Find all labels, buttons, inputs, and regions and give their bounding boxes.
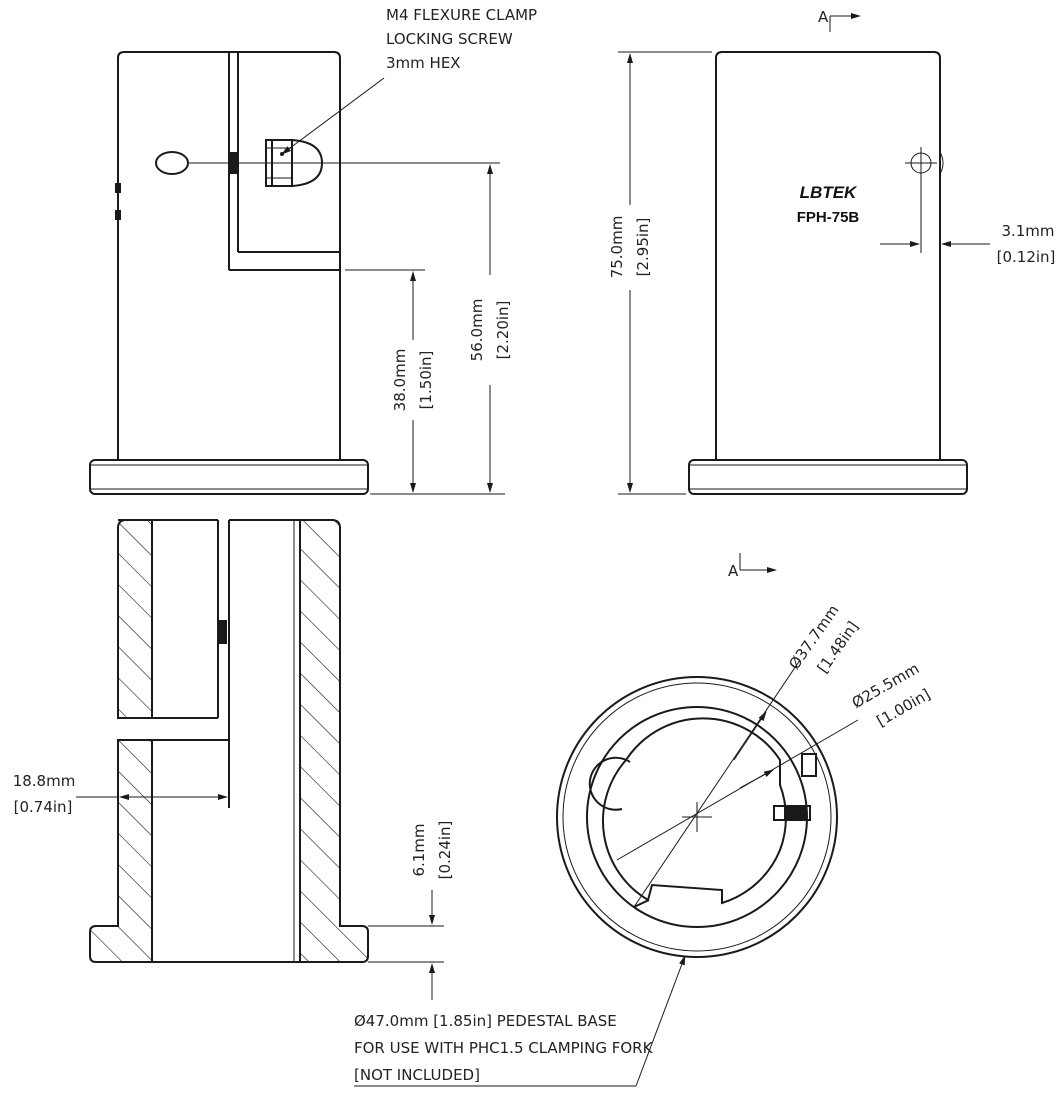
dim-75-in-label: [2.95in] [634, 218, 652, 277]
section-mark-bottom: A [728, 553, 777, 580]
model-number: FPH-75B [797, 209, 860, 226]
base-note-line3: [NOT INCLUDED] [354, 1066, 480, 1084]
dim-18-8-mm-label: 18.8mm [13, 772, 76, 790]
side-view [688, 51, 968, 495]
front-view [89, 51, 500, 495]
top-view [556, 676, 838, 958]
base-note-line2: FOR USE WITH PHC1.5 CLAMPING FORK [354, 1039, 654, 1057]
dim-56mm: 56.0mm [2.20in] [370, 164, 512, 495]
section-mark-bottom-label: A [728, 562, 739, 580]
dim-18-8mm: 18.8mm [0.74in] [13, 772, 228, 816]
base-note-leader [354, 955, 686, 1087]
dim-3-1-mm-label: 3.1mm [1001, 222, 1054, 240]
dim-18-8-in-label: [0.74in] [14, 798, 73, 816]
dim-38-in-label: [1.50in] [417, 351, 435, 410]
dim-38-mm-label: 38.0mm [391, 349, 409, 412]
dim-dia-37-7: Ø37.7mm [1.48in] [633, 601, 862, 908]
dim-6-1mm: 6.1mm [0.24in] [368, 821, 454, 1000]
section-view [89, 519, 369, 963]
brand-logo: LBTEK [800, 183, 858, 202]
dim-56-in-label: [2.20in] [494, 301, 512, 360]
screw-callout-line1: M4 FLEXURE CLAMP [386, 6, 537, 24]
screw-callout-line3: 3mm HEX [386, 54, 461, 72]
dim-6-1-mm-label: 6.1mm [410, 823, 428, 876]
dim-56-mm-label: 56.0mm [468, 299, 486, 362]
section-mark-top-label: A [818, 8, 829, 26]
section-mark-top: A [818, 8, 861, 32]
dim-3-1mm: 3.1mm [0.12in] [880, 178, 1055, 266]
base-note-line1: Ø47.0mm [1.85in] PEDESTAL BASE [354, 1012, 617, 1030]
dim-75mm: 75.0mm [2.95in] [608, 51, 712, 495]
dim-dia-25-5: Ø25.5mm [1.00in] [616, 659, 933, 861]
screw-callout-line2: LOCKING SCREW [386, 30, 513, 48]
dim-3-1-in-label: [0.12in] [997, 248, 1056, 266]
dim-75-mm-label: 75.0mm [608, 216, 626, 279]
dim-6-1-in-label: [0.24in] [436, 821, 454, 880]
